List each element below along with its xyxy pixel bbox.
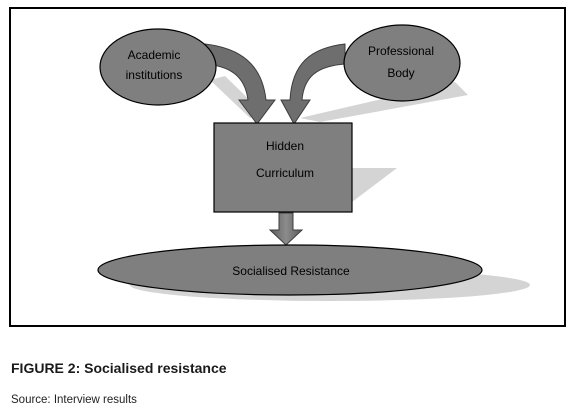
professional-label-line1: Professional [368, 44, 434, 58]
hidden-curriculum-shadow [352, 168, 397, 202]
node-hidden-curriculum: Hidden Curriculum [213, 122, 353, 213]
academic-label-line2: institutions [126, 68, 183, 82]
hidden-label-line2: Curriculum [256, 166, 314, 180]
hidden-curriculum-box [213, 122, 353, 213]
diagram: Academic institutions Professional Body … [97, 24, 530, 301]
node-academic-institutions: Academic institutions [99, 28, 217, 106]
professional-body-ellipse [343, 24, 461, 102]
figure-source: Source: Interview results [11, 394, 137, 406]
academic-institutions-ellipse [99, 28, 217, 106]
socialised-resistance-ellipse [97, 244, 483, 296]
socialised-resistance-label: Socialised Resistance [232, 264, 350, 278]
node-professional-body: Professional Body [343, 24, 461, 102]
figure-caption: FIGURE 2: Socialised resistance [11, 360, 227, 376]
academic-label-line1: Academic [128, 48, 181, 62]
edge-hidden-to-resistance [268, 212, 304, 246]
node-socialised-resistance: Socialised Resistance [97, 244, 483, 296]
professional-label-line2: Body [387, 66, 414, 80]
hidden-label-line1: Hidden [266, 139, 304, 153]
